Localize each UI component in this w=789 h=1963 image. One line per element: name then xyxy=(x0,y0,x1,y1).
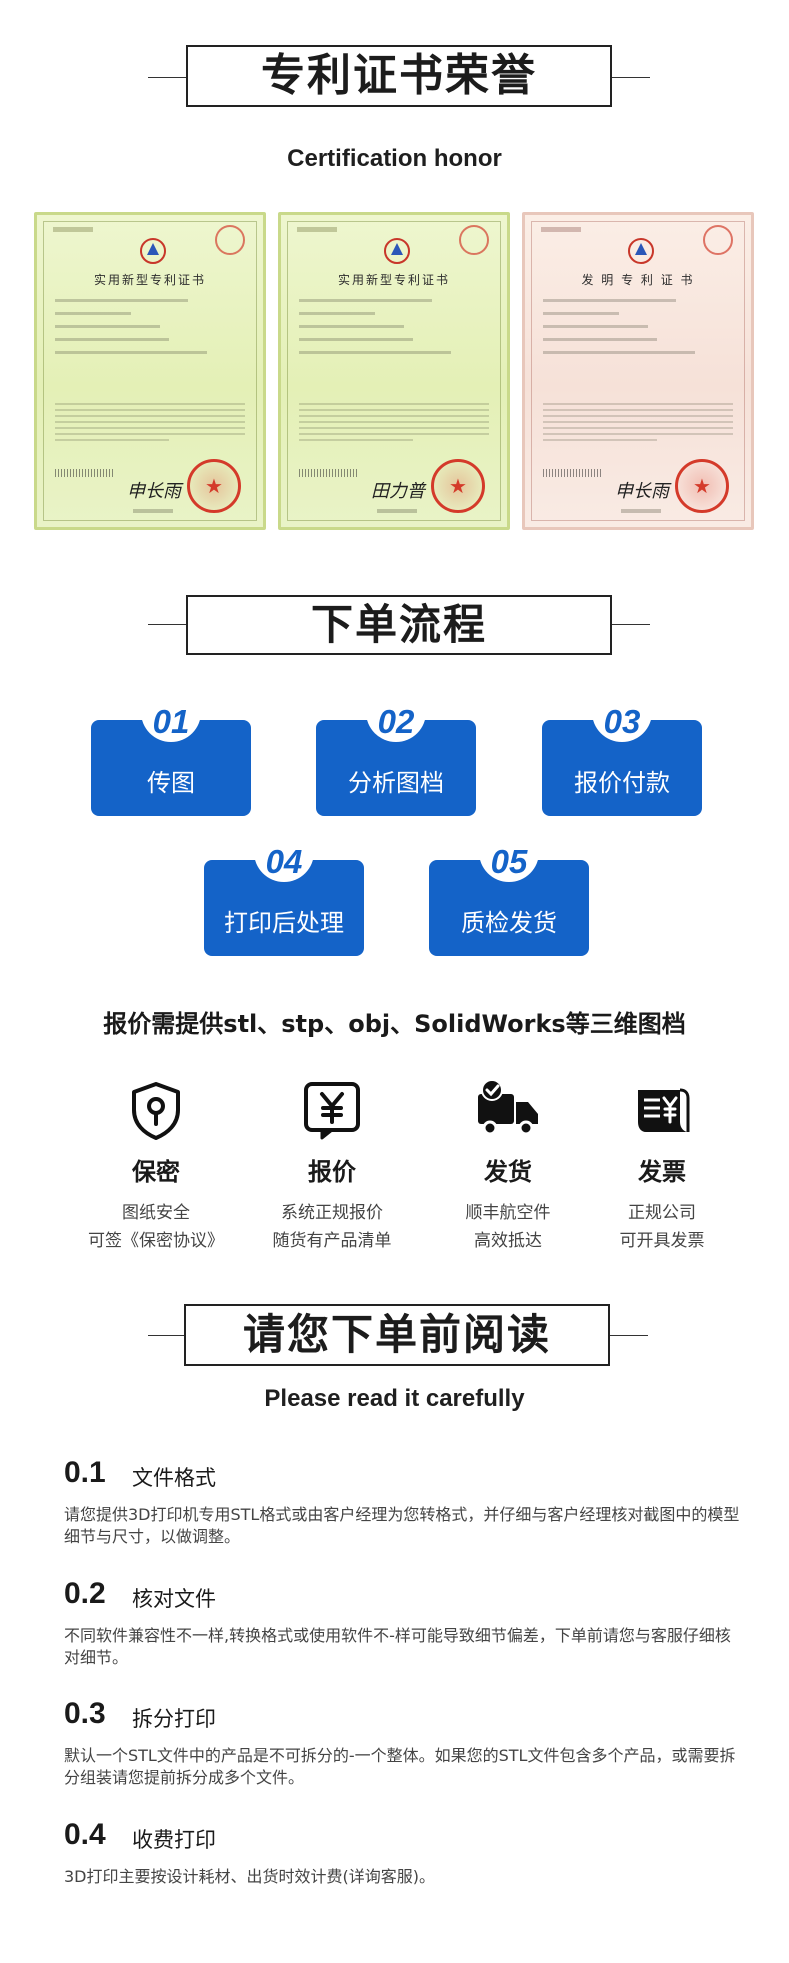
feature-quote: 报价 系统正规报价 随货有产品清单 xyxy=(242,1078,422,1255)
item-number: 0.4 xyxy=(64,1818,106,1851)
feature-desc: 可签《保密协议》 xyxy=(88,1231,224,1251)
feature-title: 报价 xyxy=(308,1158,356,1186)
notice-title-box: 请您下单前阅读 xyxy=(184,1304,610,1366)
certificate-title: 实用新型专利证书 xyxy=(337,273,450,287)
notice-item-split-print: 0.3 拆分打印 默认一个STL文件中的产品是不可拆分的-一个整体。如果您的ST… xyxy=(64,1697,744,1789)
feature-confidential: 保密 图纸安全 可签《保密协议》 xyxy=(66,1078,246,1255)
feature-desc: 顺丰航空件 xyxy=(465,1203,551,1223)
patent-emblem-icon xyxy=(140,238,166,264)
official-seal xyxy=(187,459,241,513)
notice-title: 请您下单前阅读 xyxy=(242,1310,551,1359)
feature-desc: 图纸安全 xyxy=(122,1203,190,1223)
step-number: 05 xyxy=(479,842,539,882)
step-number: 04 xyxy=(254,842,314,882)
honor-subtitle: Certification honor xyxy=(287,145,502,172)
feature-title: 发货 xyxy=(484,1158,532,1186)
feature-shipping: 发货 顺丰航空件 高效抵达 xyxy=(418,1078,598,1255)
step-upload: 01 传图 xyxy=(91,702,251,816)
item-title: 核对文件 xyxy=(132,1587,216,1611)
honor-title: 专利证书荣誉 xyxy=(261,50,537,101)
item-number: 0.3 xyxy=(64,1697,106,1730)
step-label: 打印后处理 xyxy=(224,909,344,937)
title-right-line xyxy=(612,624,650,625)
seal-stamp xyxy=(215,225,245,255)
feature-desc: 系统正规报价 xyxy=(281,1203,383,1223)
step-inspection-shipping: 05 质检发货 xyxy=(429,842,589,956)
feature-invoice: 发票 正规公司 可开具发票 xyxy=(572,1078,752,1255)
seal-stamp xyxy=(703,225,733,255)
step-number: 03 xyxy=(592,702,652,742)
item-number: 0.2 xyxy=(64,1577,106,1610)
certificate-title: 发 明 专 利 证 书 xyxy=(581,273,695,287)
item-text: 3D打印主要按设计耗材、出货时效计费(详询客服)。 xyxy=(64,1867,435,1886)
title-left-line xyxy=(148,1335,184,1336)
official-seal xyxy=(431,459,485,513)
certificate-2: 实用新型专利证书 田力普 xyxy=(278,212,510,530)
feature-title: 发票 xyxy=(638,1158,686,1186)
yen-quote-icon xyxy=(304,1082,360,1140)
certificate-title: 实用新型专利证书 xyxy=(93,273,206,287)
step-number: 02 xyxy=(366,702,426,742)
honor-title-box: 专利证书荣誉 xyxy=(186,45,612,107)
step-label: 分析图档 xyxy=(348,769,444,797)
notice-item-pricing: 0.4 收费打印 3D打印主要按设计耗材、出货时效计费(详询客服)。 xyxy=(64,1818,744,1888)
shield-lock-icon xyxy=(132,1082,180,1140)
title-right-line xyxy=(612,77,650,78)
invoice-icon xyxy=(638,1088,690,1132)
notice-subtitle: Please read it carefully xyxy=(264,1385,525,1412)
item-title: 收费打印 xyxy=(132,1828,216,1852)
certificate-3: 发 明 专 利 证 书 申长雨 xyxy=(522,212,754,530)
certificate-signature: 申长雨 xyxy=(127,481,181,502)
barcode xyxy=(543,469,603,477)
step-number: 01 xyxy=(141,702,201,742)
feature-desc: 正规公司 xyxy=(628,1203,696,1223)
step-analyze: 02 分析图档 xyxy=(316,702,476,816)
item-text: 不同软件兼容性不一样,转换格式或使用软件不-样可能导致细节偏差，下单前请您与客服… xyxy=(64,1626,731,1667)
feature-desc: 随货有产品清单 xyxy=(272,1231,392,1251)
barcode xyxy=(55,469,115,477)
certificate-1: 实用新型专利证书 申长雨 xyxy=(34,212,266,530)
delivery-truck-icon xyxy=(478,1079,538,1136)
process-title: 下单流程 xyxy=(310,600,487,649)
feature-title: 保密 xyxy=(132,1158,180,1186)
item-title: 拆分打印 xyxy=(132,1707,216,1731)
file-format-note: 报价需提供stl、stp、obj、SolidWorks等三维图档 xyxy=(103,1010,686,1038)
barcode xyxy=(299,469,359,477)
notice-item-file-format: 0.1 文件格式 请您提供3D打印机专用STL格式或由客户经理为您转格式，并仔细… xyxy=(64,1456,744,1548)
step-label: 传图 xyxy=(147,769,195,797)
notice-item-check-files: 0.2 核对文件 不同软件兼容性不一样,转换格式或使用软件不-样可能导致细节偏差… xyxy=(64,1577,744,1669)
item-text: 默认一个STL文件中的产品是不可拆分的-一个整体。如果您的STL文件包含多个产品… xyxy=(64,1746,736,1787)
feature-desc: 可开具发票 xyxy=(619,1231,705,1251)
feature-desc: 高效抵达 xyxy=(474,1231,542,1251)
title-left-line xyxy=(148,624,186,625)
step-label: 质检发货 xyxy=(461,909,557,937)
title-left-line xyxy=(148,77,186,78)
certificate-signature: 田力普 xyxy=(371,481,425,502)
item-number: 0.1 xyxy=(64,1456,106,1489)
step-label: 报价付款 xyxy=(574,769,670,797)
step-post-processing: 04 打印后处理 xyxy=(204,842,364,956)
patent-emblem-icon xyxy=(628,238,654,264)
patent-emblem-icon xyxy=(384,238,410,264)
item-title: 文件格式 xyxy=(132,1466,216,1490)
step-quote-payment: 03 报价付款 xyxy=(542,702,702,816)
process-title-box: 下单流程 xyxy=(186,595,612,655)
official-seal xyxy=(675,459,729,513)
seal-stamp xyxy=(459,225,489,255)
title-right-line xyxy=(610,1335,648,1336)
item-text: 请您提供3D打印机专用STL格式或由客户经理为您转格式，并仔细与客户经理核对截图… xyxy=(64,1505,740,1546)
certificate-signature: 申长雨 xyxy=(615,481,669,502)
